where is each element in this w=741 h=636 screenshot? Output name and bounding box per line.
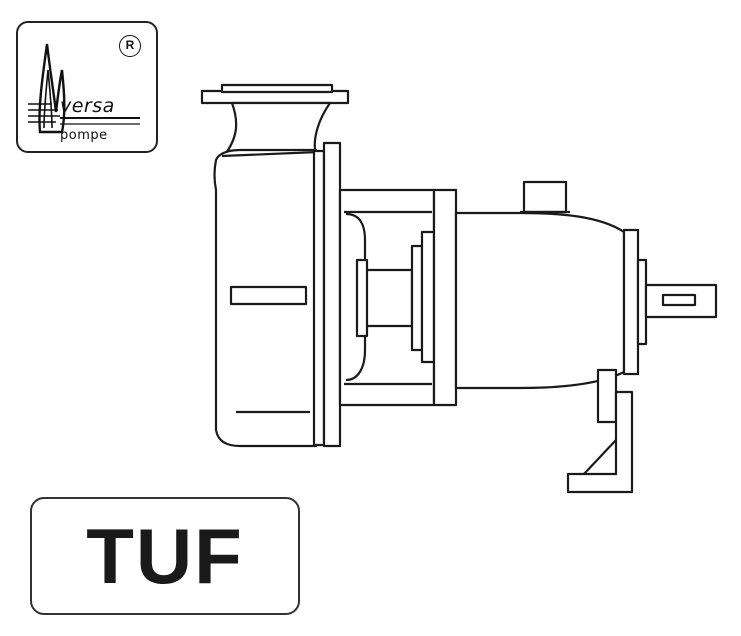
discharge-neck [222,101,332,158]
sleeve-flange-right [410,244,424,352]
casing-slot [229,285,308,306]
casing-cover [312,149,326,447]
shaft-keyway [661,293,697,307]
model-label: TUF [86,511,244,600]
bearing-housing [454,211,626,390]
oil-cap [522,180,568,214]
logo-brand-word: versa [60,95,115,117]
bearing-flange [432,188,458,407]
model-label-box [30,497,300,615]
registered-mark: R [119,35,141,57]
sleeve-flange-left [355,258,369,338]
logo-sub-word: pompe [60,128,108,143]
discharge-flange-top [220,83,334,94]
support-post [596,368,618,424]
end-cap [622,228,640,376]
support-foot [566,390,634,494]
shaft-sleeve [364,268,414,328]
casing-cover-outer [322,141,342,448]
